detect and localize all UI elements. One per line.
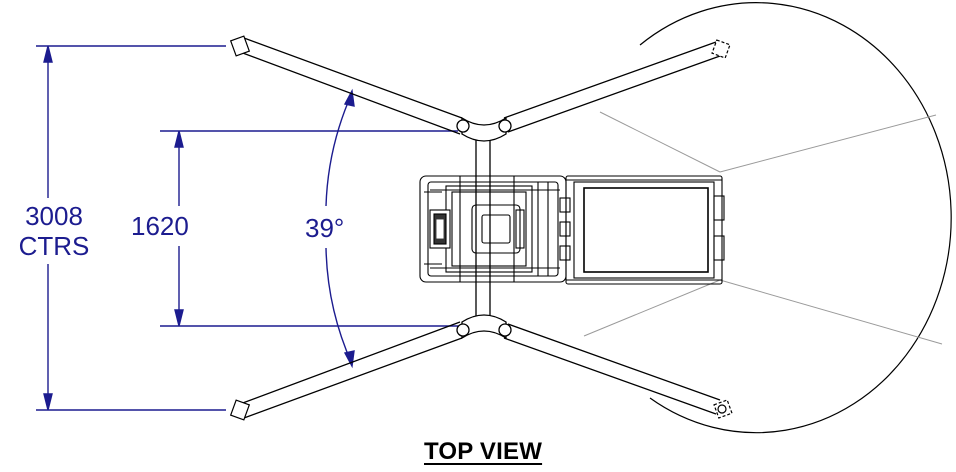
machine-body [419,175,567,283]
swing-arc [639,2,952,434]
legs [239,37,721,419]
dimension-3008 [36,45,226,411]
dimension-1620 [160,130,458,327]
cart-body [559,175,725,285]
dimension-angle-label: 39° [305,213,345,243]
dimension-1620-label: 1620 [131,211,189,241]
dimension-3008-unit: CTRS [18,231,90,261]
dimension-3008-value: 3008 [25,201,83,231]
view-title: TOP VIEW [424,438,543,465]
feet [229,35,733,421]
dimension-3008-label: 3008 CTRS [8,201,100,261]
joints [456,116,512,340]
swing-radial-lines [583,111,943,345]
